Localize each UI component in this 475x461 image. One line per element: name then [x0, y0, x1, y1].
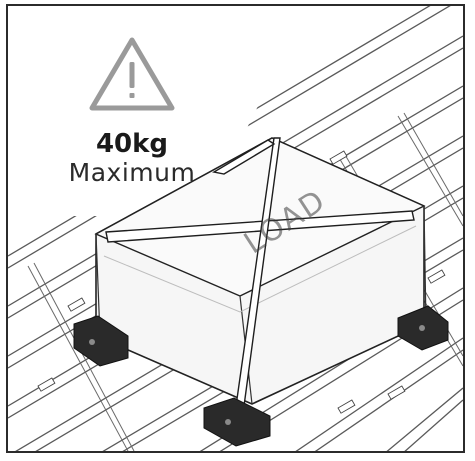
weight-limit-notice: 40kg Maximum: [52, 34, 212, 188]
tie-down-straps: [105, 137, 415, 407]
weight-limit-value: 40kg: [95, 129, 169, 159]
warning-triangle-icon: [89, 37, 175, 111]
weight-limit-caption: Maximum: [68, 158, 196, 187]
roof-rack-load-illustration: [8, 6, 463, 451]
illustration-frame: 40kg Maximum LOAD: [6, 4, 465, 453]
